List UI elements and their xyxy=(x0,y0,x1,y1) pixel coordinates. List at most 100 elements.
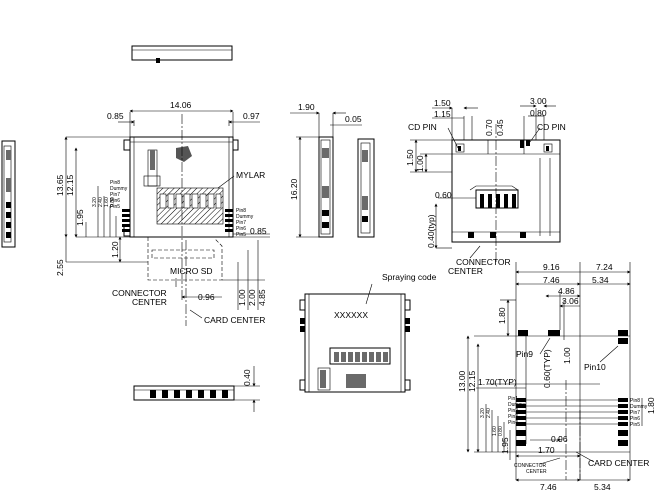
dim-cd-070: 0.70 xyxy=(484,119,494,136)
dim-side-1620: 16.20 xyxy=(289,178,299,200)
dim-320: 3.20 xyxy=(92,197,98,207)
dim-top-right: 0.97 xyxy=(243,111,260,121)
cd-connector-center-label-2: CENTER xyxy=(448,266,483,276)
dim-240: 2.40 xyxy=(98,197,104,207)
pin-label: Pin8 xyxy=(630,398,640,404)
dim-fp-1300: 13.00 xyxy=(457,370,467,392)
dim-fp-240: 2.40 xyxy=(486,408,492,418)
top-edge-view xyxy=(131,45,233,63)
dim-fp-306: 3.06 xyxy=(562,296,579,306)
dim-fp-724: 7.24 xyxy=(596,262,613,272)
dim-fp-r180: 1.80 xyxy=(646,397,656,414)
dim-c096: 0.96 xyxy=(198,292,215,302)
pin-label: Pin8 xyxy=(236,208,246,214)
left-side-view xyxy=(1,140,16,248)
dim-fp-1215: 12.15 xyxy=(467,370,477,392)
dim-cd-060: 0.60 xyxy=(435,190,452,200)
footprint-pads-left xyxy=(516,398,526,446)
footprint-pads-top xyxy=(518,330,628,344)
dim-cd-300: 3.00 xyxy=(530,96,547,106)
pin-label: Dummy xyxy=(508,402,526,408)
dim-120: 1.20 xyxy=(110,241,120,258)
dim-085-bottom: 0.85 xyxy=(250,226,267,236)
right-pins xyxy=(225,209,233,232)
spraying-code-label: Spraying code xyxy=(382,272,437,282)
dim-bot-040: 0.40 xyxy=(242,369,252,386)
pin-label: Pin2 xyxy=(508,408,518,414)
dim-fp-180: 1.80 xyxy=(497,307,507,324)
pin-label: Pin6 xyxy=(630,416,640,422)
footprint-pads-right xyxy=(618,398,628,446)
pin-label-stack-fp-right: Pin8 Dummy Pin7 Pin6 Pin5 xyxy=(630,398,648,428)
dim-cd-040typ: 0.40(typ) xyxy=(426,214,436,248)
fp-card-center-label: CARD CENTER xyxy=(588,458,649,468)
pin-label: Pin5 xyxy=(110,204,120,210)
bottom-section-view xyxy=(133,366,260,412)
dim-1365: 13.65 xyxy=(55,174,65,196)
card-center-label: CARD CENTER xyxy=(204,315,265,325)
connector-center-label-2: CENTER xyxy=(132,297,167,307)
pin-label: Pin3 xyxy=(508,414,518,420)
dim-fp-746: 7.46 xyxy=(543,275,560,285)
dim-cd-045: 0.45 xyxy=(495,119,505,136)
dim-1215: 12.15 xyxy=(65,174,75,196)
pin-label-stack-main: Pin8 Dummy Pin7 Pin6 Pin5 xyxy=(110,180,128,210)
fp-connector-center-label-2: CENTER xyxy=(526,469,547,475)
pin-label-stack-fp-left: Pin1 Dummy Pin2 Pin3 Pin4 xyxy=(508,396,526,426)
dim-top-width: 14.06 xyxy=(170,100,192,110)
footprint-view xyxy=(466,262,643,482)
dim-fp-160: 1.60 xyxy=(492,426,498,436)
code-mark: XXXXXX xyxy=(334,310,368,320)
pin-label: Pin1 xyxy=(508,396,518,402)
dim-cd-v100: 1.00 xyxy=(415,155,425,172)
connector-center-label: CONNECTOR xyxy=(112,288,167,298)
dim-cd-150: 1.50 xyxy=(434,98,451,108)
dim-fp-b534: 5.34 xyxy=(594,482,611,492)
dim-fp-060typ: 0.60(TYP) xyxy=(542,349,552,388)
dim-100: 1.00 xyxy=(237,289,247,306)
dim-fp-b746: 7.46 xyxy=(540,482,557,492)
side-view xyxy=(290,111,375,238)
dim-fp-534: 5.34 xyxy=(592,275,609,285)
pin-label: Pin6 xyxy=(236,226,246,232)
dim-fp-320: 3.20 xyxy=(480,408,486,418)
dim-fp-916: 9.16 xyxy=(543,262,560,272)
dim-fp-170: 1.70 xyxy=(538,445,555,455)
cd-pin-label-right: CD PIN xyxy=(537,122,566,132)
dim-080: 0.80 xyxy=(110,197,116,207)
pin-label: Pin7 xyxy=(110,192,120,198)
pin-label: Pin7 xyxy=(630,410,640,416)
cd-pin-detail xyxy=(410,104,561,262)
dim-cd-v150: 1.50 xyxy=(405,149,415,166)
micro-sd-label: MICRO SD xyxy=(170,266,213,276)
product-bottom-view xyxy=(299,283,411,393)
pin-label: Pin5 xyxy=(630,422,640,428)
dim-fp-195: 1.95 xyxy=(500,437,510,454)
dim-160: 1.60 xyxy=(104,197,110,207)
pin-label: Pin8 xyxy=(110,180,120,186)
pin-label: Dummy xyxy=(110,186,128,192)
cd-pin-label-left: CD PIN xyxy=(408,122,437,132)
pin-label: Dummy xyxy=(630,404,648,410)
pin-label: Pin7 xyxy=(236,220,246,226)
dim-side-190: 1.90 xyxy=(298,102,315,112)
cd-connector-center-label: CONNECTOR xyxy=(456,257,511,267)
dim-485: 4.85 xyxy=(257,289,267,306)
pin-label-stack-right: Pin8 Dummy Pin7 Pin6 Pin5 xyxy=(236,208,254,238)
pin-label: Pin4 xyxy=(508,420,518,426)
dim-cd-115: 1.15 xyxy=(434,109,451,119)
dim-200: 2.00 xyxy=(247,289,257,306)
pin9-label: Pin9 xyxy=(516,349,533,359)
dim-cd-080: 0.80 xyxy=(530,108,547,118)
contact-slots xyxy=(159,193,222,209)
pin-label: Dummy xyxy=(236,214,254,220)
pin-label: Pin6 xyxy=(110,198,120,204)
dim-top-left: 0.85 xyxy=(107,111,124,121)
main-top-view xyxy=(64,109,270,326)
left-pins xyxy=(122,209,130,232)
mylar-label: MYLAR xyxy=(236,170,265,180)
dim-fp-100: 1.00 xyxy=(562,347,572,364)
dim-fp-486: 4.86 xyxy=(558,286,575,296)
pin10-label: Pin10 xyxy=(584,362,606,372)
dim-fp-170typ: 1.70(TYP) xyxy=(478,377,517,387)
